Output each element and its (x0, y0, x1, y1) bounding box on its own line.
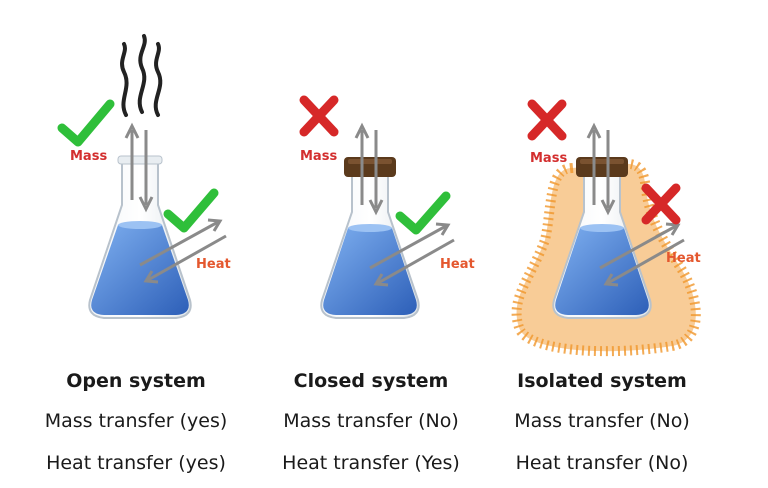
closed-system-figure: Mass Heat (299, 95, 475, 319)
mass-arrows (124, 122, 154, 213)
open-heat-transfer: Heat transfer (yes) (46, 452, 226, 474)
closed-mass-transfer: Mass transfer (No) (283, 410, 459, 432)
open-mass-transfer: Mass transfer (yes) (44, 410, 228, 432)
stopper-icon (344, 157, 396, 177)
heat-arrows (139, 218, 227, 284)
flask-icon (88, 155, 192, 319)
closed-heat-transfer: Heat transfer (Yes) (282, 452, 460, 474)
open-system-figure: Mass Heat (57, 34, 231, 319)
isolated-mass-transfer: Mass transfer (No) (514, 410, 690, 432)
mass-label: Mass (70, 149, 107, 164)
check-icon (57, 99, 115, 147)
open-system-title: Open system (66, 370, 206, 392)
heat-label: Heat (440, 257, 475, 272)
heat-label: Heat (196, 257, 231, 272)
cross-icon (641, 183, 681, 225)
isolated-system-title: Isolated system (517, 370, 687, 392)
isolated-system-figure: Mass Heat (511, 99, 701, 357)
closed-system-title: Closed system (293, 370, 449, 392)
check-icon (395, 191, 451, 235)
mass-arrows (354, 122, 384, 216)
mass-label: Mass (300, 149, 337, 164)
mass-label: Mass (530, 151, 567, 166)
check-icon (163, 188, 219, 233)
heat-arrows (599, 222, 685, 287)
flask-icon (320, 174, 420, 319)
mass-arrows (586, 122, 616, 216)
vapor-icon (120, 34, 163, 117)
stopper-icon (576, 157, 628, 177)
heat-label: Heat (666, 251, 701, 266)
isolated-heat-transfer: Heat transfer (No) (515, 452, 689, 474)
flask-icon (552, 174, 652, 319)
cross-icon (299, 95, 339, 137)
cross-icon (527, 99, 567, 141)
heat-arrows (369, 222, 455, 287)
